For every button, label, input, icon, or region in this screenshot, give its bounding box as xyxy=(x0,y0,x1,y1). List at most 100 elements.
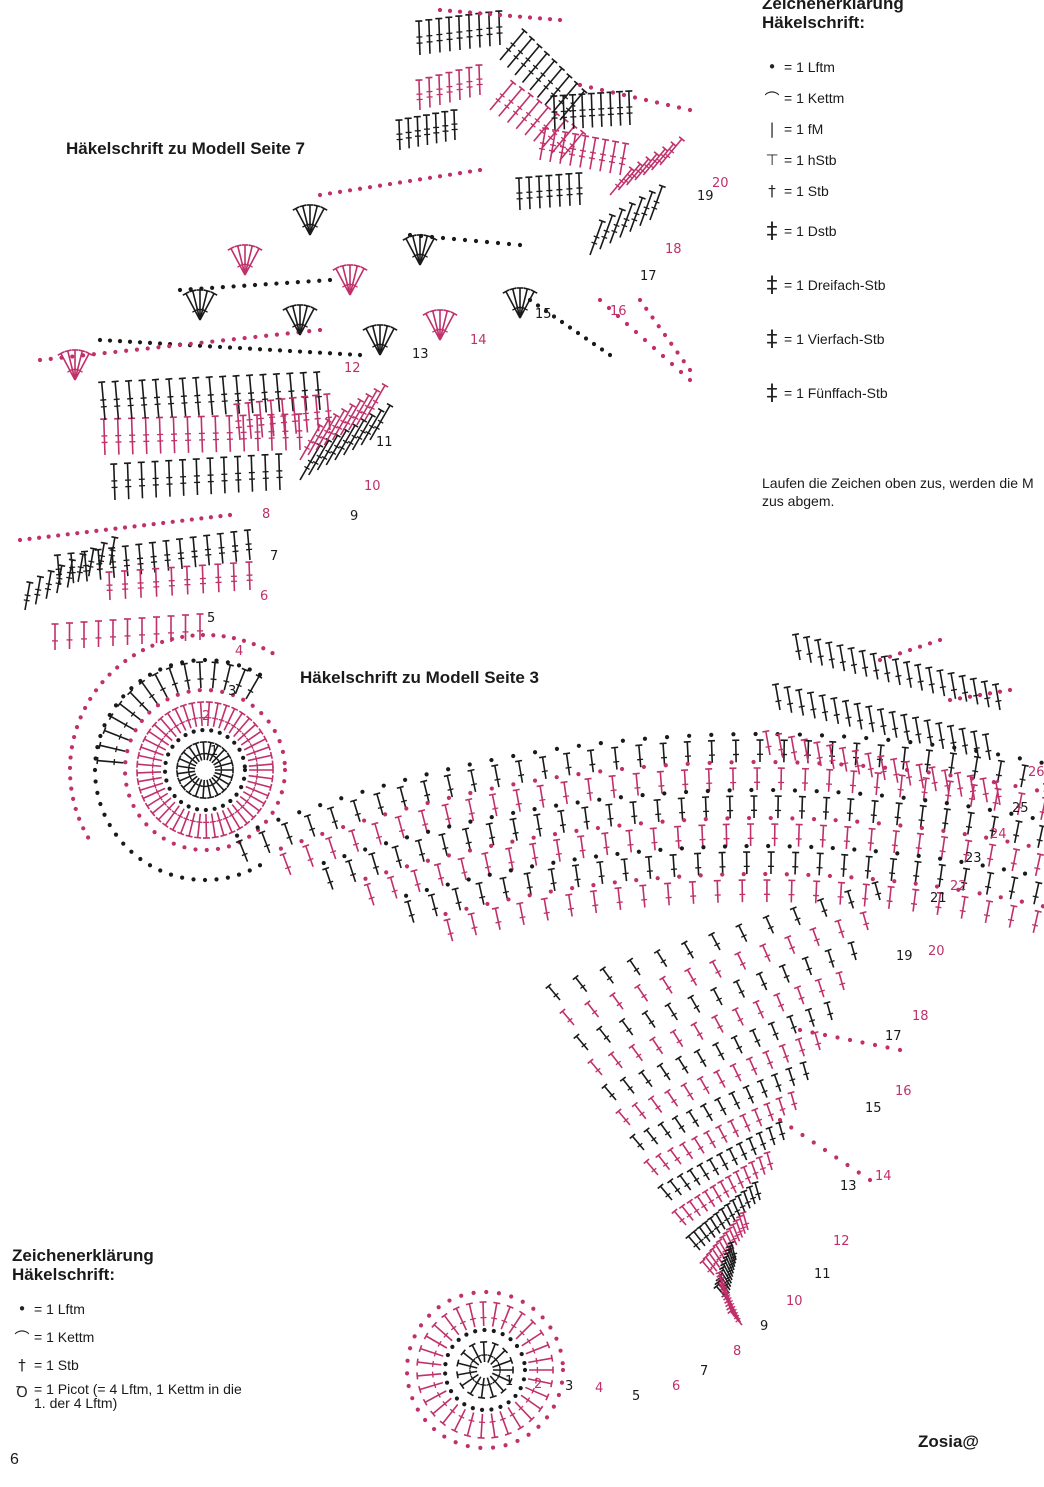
chain-dot xyxy=(98,733,103,739)
stitch-mark xyxy=(946,780,954,783)
stitch-mark xyxy=(531,843,538,866)
stitch-mark xyxy=(996,760,1003,783)
stitch-mark xyxy=(242,415,246,452)
stitch-mark xyxy=(269,416,276,419)
stitch-mark xyxy=(226,752,232,760)
quintuple-treble-icon: ‡ xyxy=(766,380,778,406)
stitch-mark xyxy=(539,142,547,145)
chain-dot xyxy=(231,636,236,641)
stitch-mark xyxy=(422,781,430,803)
chain-dot xyxy=(822,1147,828,1153)
chain-dot xyxy=(478,1445,483,1450)
chain-dot xyxy=(470,1406,475,1411)
stitch-mark xyxy=(235,683,242,688)
stitch-mark xyxy=(470,1357,476,1364)
stitch-mark xyxy=(584,777,592,781)
stitch-mark xyxy=(571,132,580,136)
stitch-mark xyxy=(314,395,320,432)
stitch-mark xyxy=(821,909,828,913)
chain-dot xyxy=(473,1329,478,1334)
chain-dot xyxy=(418,233,424,239)
stitch-mark xyxy=(236,404,241,441)
chain-dot xyxy=(1013,783,1018,789)
stitch-mark xyxy=(715,1213,726,1230)
chain-dot xyxy=(457,171,463,176)
stitch-mark xyxy=(459,1320,466,1325)
stitch-mark xyxy=(994,684,1001,711)
chain-dot xyxy=(172,793,177,799)
chain-dot xyxy=(170,744,175,749)
stitch-mark xyxy=(349,402,356,408)
stitch-mark xyxy=(783,974,790,979)
chain-dot xyxy=(77,816,82,821)
stitch-mark xyxy=(862,912,869,931)
chain-dot xyxy=(412,1334,417,1339)
chain-dot xyxy=(527,893,532,898)
stitch-mark xyxy=(573,1033,580,1040)
stitch-mark xyxy=(231,545,239,547)
stitch-mark xyxy=(589,220,604,256)
chain-dot xyxy=(679,846,684,851)
stitch-mark xyxy=(232,563,236,592)
stitch-mark xyxy=(714,1043,725,1061)
stitch-mark xyxy=(789,1078,796,1082)
stitch-mark xyxy=(941,835,949,839)
stitch-mark xyxy=(228,812,235,818)
stitch-mark xyxy=(916,664,924,691)
stitch-mark xyxy=(512,110,519,116)
stitch-mark xyxy=(421,253,428,258)
stitch-mark xyxy=(659,138,683,166)
stitch-mark xyxy=(234,808,241,814)
stitch-mark xyxy=(762,1050,770,1055)
stitch-mark xyxy=(246,263,253,268)
stitch-mark xyxy=(935,906,942,909)
stitch-mark xyxy=(314,417,321,420)
stitch-mark xyxy=(496,1373,501,1380)
round-number-model7: 20 xyxy=(712,176,729,191)
stitch-mark xyxy=(490,1413,496,1438)
stitch-mark xyxy=(528,1416,535,1423)
stitch-mark xyxy=(185,293,201,321)
stitch-mark xyxy=(159,687,166,692)
stitch-mark xyxy=(735,1171,745,1189)
chain-dot xyxy=(424,772,429,777)
chain-dot xyxy=(263,282,268,287)
stitch-mark xyxy=(502,289,510,294)
stitch-mark xyxy=(529,60,556,91)
stitch-mark xyxy=(231,804,248,824)
stitch-mark xyxy=(611,994,624,1010)
stitch-mark xyxy=(818,989,825,993)
stitch-mark xyxy=(660,959,667,964)
stitch-mark xyxy=(420,1347,444,1357)
chain-dot xyxy=(93,756,98,761)
stitch-mark xyxy=(619,157,627,160)
stitch-mark xyxy=(676,1039,683,1044)
stitch-mark xyxy=(300,395,308,398)
stitch-mark xyxy=(316,434,339,471)
stitch-mark xyxy=(292,397,298,434)
stitch-mark xyxy=(587,749,595,752)
stitch-mark xyxy=(743,1166,752,1185)
stitch-mark xyxy=(660,1123,672,1139)
stitch-mark xyxy=(425,114,429,146)
stitch-mark xyxy=(651,1167,657,1173)
stitch-mark xyxy=(767,925,774,930)
stitch-mark xyxy=(58,564,66,567)
chain-dot xyxy=(506,897,511,902)
chain-dot xyxy=(959,859,964,864)
chain-dot xyxy=(234,792,239,797)
stitch-mark xyxy=(414,838,423,843)
stitch-mark xyxy=(833,713,840,717)
chain-dot xyxy=(687,367,693,373)
stitch-mark xyxy=(531,1347,536,1354)
stitch-mark xyxy=(851,952,858,956)
stitch-mark xyxy=(972,770,979,773)
round-number-model3: 5 xyxy=(632,1389,640,1404)
stitch-mark xyxy=(182,291,190,296)
stitch-mark xyxy=(749,1196,757,1200)
chain-dot xyxy=(567,325,573,330)
stitch-mark xyxy=(271,760,274,768)
chain-dot xyxy=(895,851,900,856)
stitch-mark xyxy=(880,770,887,773)
chain-dot xyxy=(660,819,665,824)
